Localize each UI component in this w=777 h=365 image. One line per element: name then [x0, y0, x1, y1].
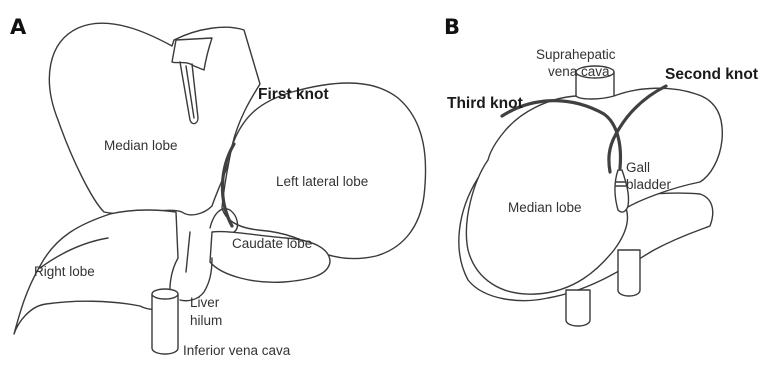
panel-b-ivc-cylinder — [566, 290, 590, 326]
panel-a-letter: A — [10, 15, 27, 39]
panel-a-left-lateral-lobe-shape — [222, 83, 426, 259]
panel-a-vena-cava-shape — [152, 294, 178, 354]
panel-a-liver-hilum-label-2: hilum — [190, 313, 222, 328]
panel-a-left-lateral-lobe-label: Left lateral lobe — [276, 174, 368, 189]
panel-a-hilum-lines — [180, 232, 212, 301]
panel-b-second-knot-label: Second knot — [665, 66, 758, 83]
panel-b-median-lobe-label: Median lobe — [508, 200, 582, 215]
panel-a-inferior-vena-cava-label: Inferior vena cava — [183, 343, 291, 358]
panel-a-right-lobe-label: Right lobe — [34, 264, 95, 279]
panel-b-gall-label-2: bladder — [626, 177, 672, 192]
panel-a-first-knot-label: First knot — [258, 86, 329, 103]
panel-b-gall-label-1: Gall — [626, 160, 650, 175]
panel-a-median-lobe-label: Median lobe — [104, 138, 178, 153]
panel-a-caudate-lobe-label: Caudate lobe — [232, 236, 312, 251]
panel-b-third-knot-label: Third knot — [447, 95, 523, 112]
panel-b-median-lobe-shape — [466, 88, 722, 294]
panel-a-liver-hilum-label-1: Liver — [190, 295, 220, 310]
panel-b-suprahepatic-label-2: vena cava — [548, 64, 610, 79]
panel-a-vena-cava-top — [152, 289, 178, 299]
panel-b-vessel-tube — [618, 250, 640, 296]
panel-b-suprahepatic-label-1: Suprahepatic — [536, 47, 616, 62]
panel-b-letter: B — [444, 15, 460, 39]
